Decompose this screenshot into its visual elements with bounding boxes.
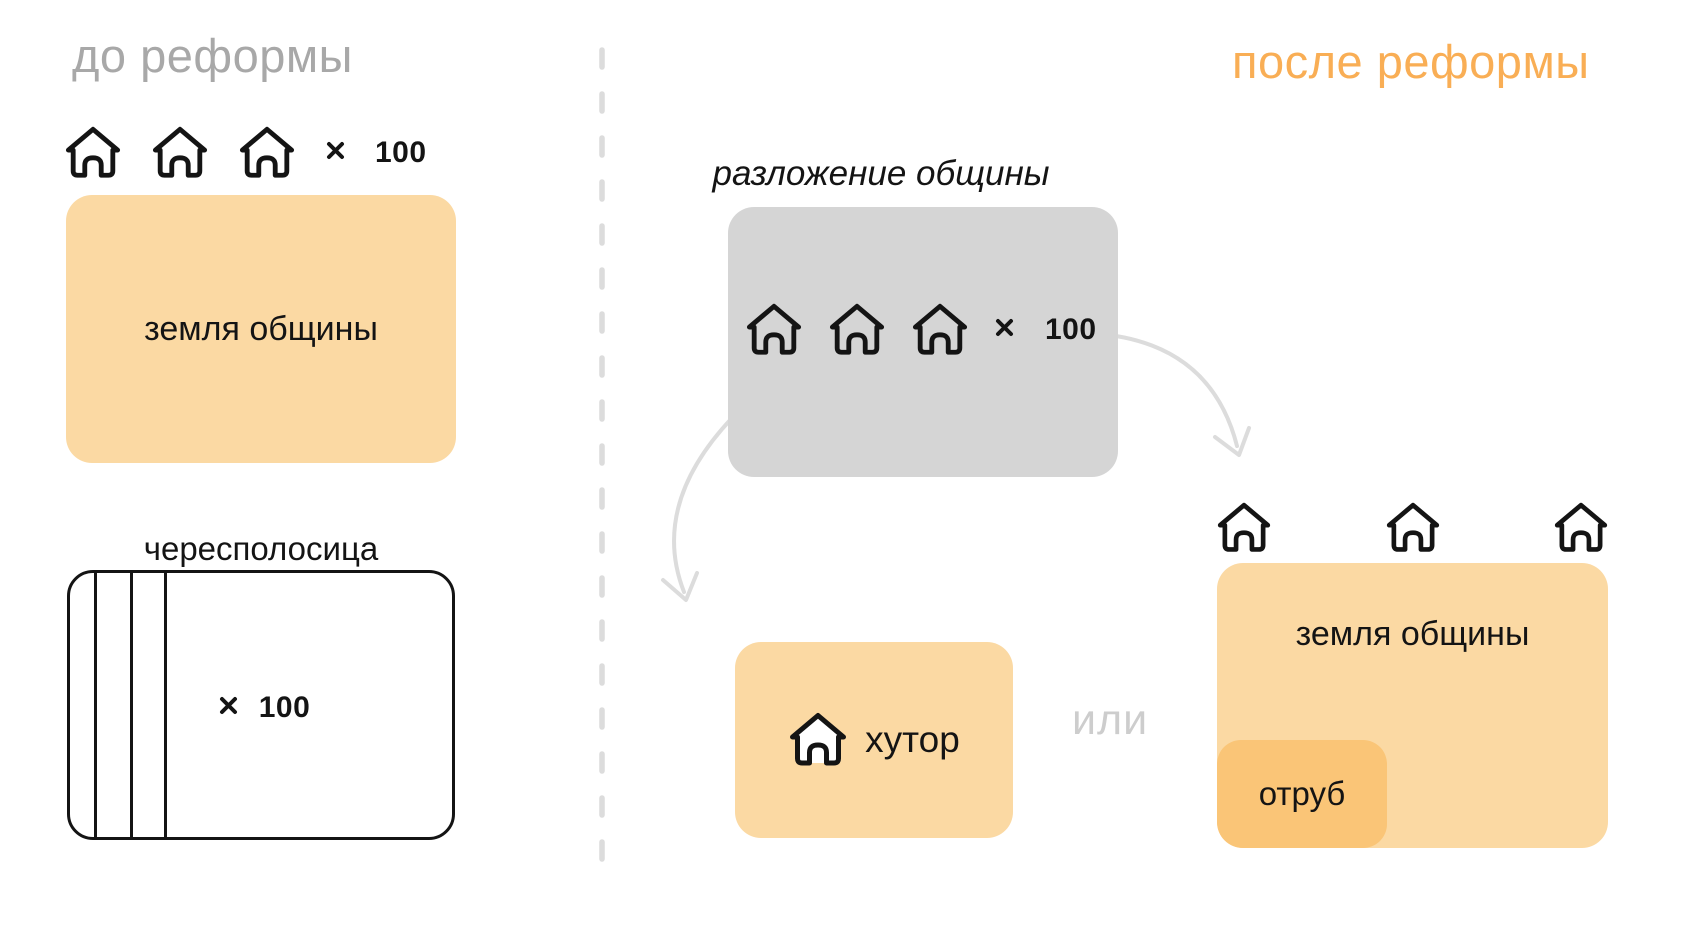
house-icon [238,124,296,182]
house-icon [1553,500,1609,556]
community-households-row [1216,500,1609,556]
house-icon [1385,500,1441,556]
house-icon [151,124,209,182]
after-reform-title: после реформы [1232,35,1590,88]
house-icon [64,124,122,182]
khutor-label: хутор [865,719,960,760]
house-icon [911,301,969,359]
community-land-label: земля общины [1295,615,1530,653]
community-decomposition-label: разложение общины [712,154,1050,193]
household-count: 100 [375,136,427,169]
or-label: или [1072,696,1149,744]
strip-farming-box: 100 [67,570,455,840]
after-community-land-box: земля общины отруб [1217,563,1608,848]
house-icon [745,301,803,359]
strip-divider-line [164,573,167,837]
before-households-row: 100 [64,124,427,182]
household-count: 100 [1045,313,1097,346]
otrub-box: отруб [1217,740,1387,848]
dissolving-community-box: 100 [728,207,1118,477]
before-community-land-box: земля общины [66,195,456,463]
strip-divider-line [130,573,133,837]
khutor-box: хутор [735,642,1013,838]
house-icon [828,301,886,359]
after-households-row: 100 [745,300,1097,360]
house-icon [1216,500,1272,556]
multiply-icon [325,140,346,166]
strip-multiplier-row: 100 [70,691,452,725]
strip-farming-title: чересполосица [143,530,379,567]
otrub-label: отруб [1258,775,1346,812]
house-icon [788,710,848,770]
community-land-label: земля общины [144,309,378,348]
before-reform-title: до реформы [72,29,353,82]
strip-count: 100 [258,691,311,724]
multiply-icon [994,317,1015,343]
strip-divider-line [94,573,97,837]
multiply-icon [218,695,239,721]
